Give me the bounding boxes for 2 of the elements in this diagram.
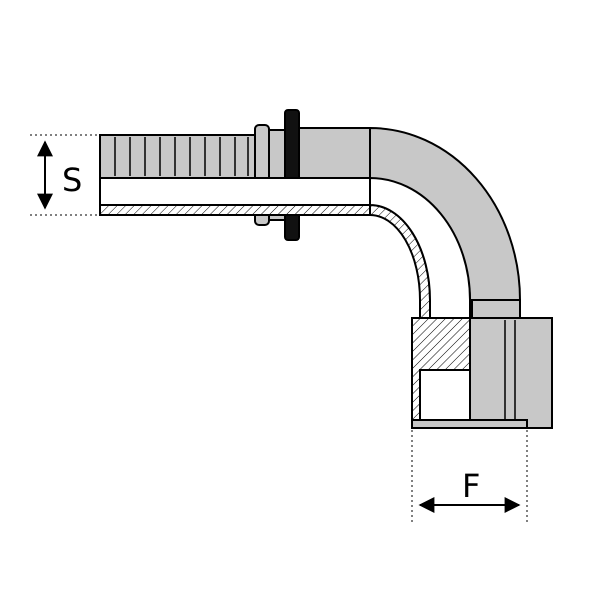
dimension-label: S	[62, 164, 82, 196]
dimension-label: F	[462, 470, 480, 502]
